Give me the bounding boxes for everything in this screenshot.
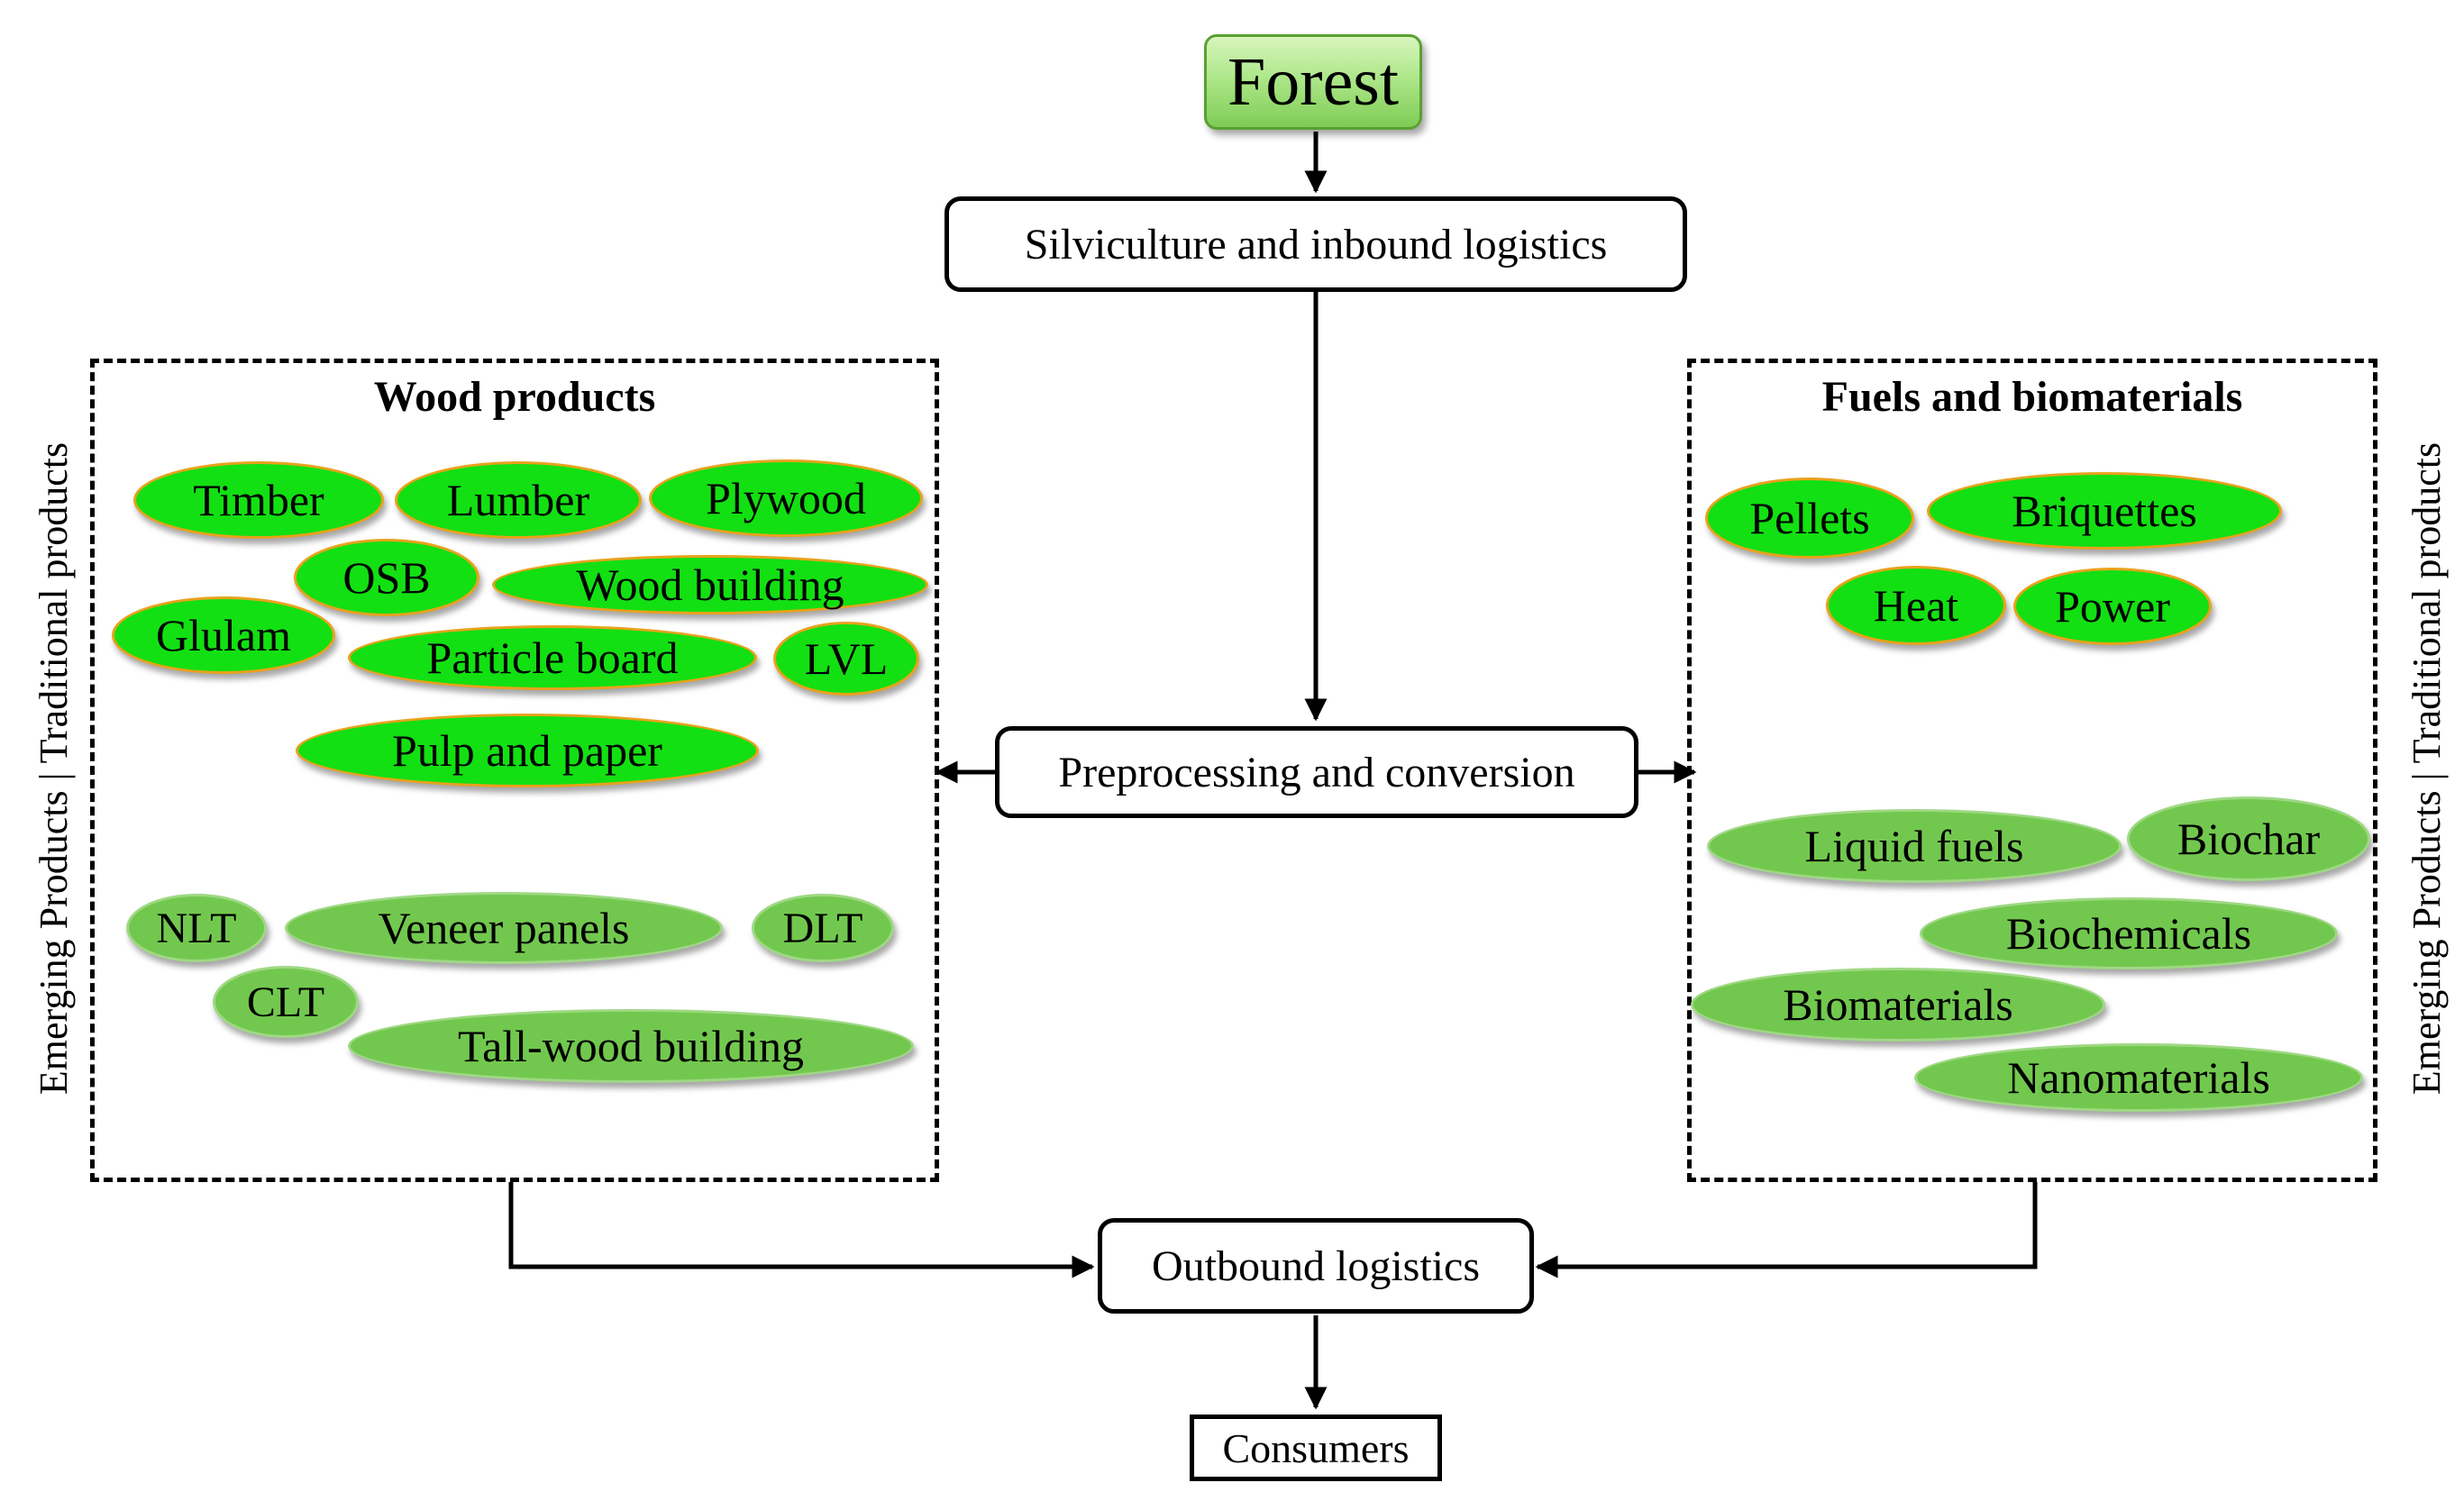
product-tall-wood-building: Tall-wood building xyxy=(348,1009,914,1083)
product-dlt: DLT xyxy=(752,894,894,962)
product-nlt: NLT xyxy=(126,894,267,962)
product-lumber: Lumber xyxy=(395,461,642,539)
side-label-left: Emerging Products | Traditional products xyxy=(32,441,76,1096)
product-osb: OSB xyxy=(294,539,479,616)
product-nanomaterials: Nanomaterials xyxy=(1914,1043,2363,1112)
product-clt: CLT xyxy=(213,966,359,1038)
forest-node: Forest xyxy=(1204,34,1422,130)
product-biomaterials: Biomaterials xyxy=(1691,968,2105,1042)
product-lvl: LVL xyxy=(773,622,919,696)
product-pulp-and-paper: Pulp and paper xyxy=(296,714,759,787)
side-label-right: Emerging Products | Traditional products xyxy=(2405,441,2449,1096)
preprocessing-node: Preprocessing and conversion xyxy=(995,726,1638,818)
outbound-node: Outbound logistics xyxy=(1098,1218,1534,1314)
arrow-wood-to-outbound xyxy=(508,1182,1095,1278)
product-power: Power xyxy=(2013,568,2212,645)
fuels-biomaterials-panel: Fuels and biomaterials xyxy=(1687,359,2377,1182)
consumers-node: Consumers xyxy=(1190,1415,1442,1481)
arrow-fuels-to-outbound xyxy=(1535,1182,2038,1278)
product-plywood: Plywood xyxy=(649,459,923,537)
silviculture-node: Silviculture and inbound logistics xyxy=(945,196,1687,292)
product-veneer-panels: Veneer panels xyxy=(285,892,723,964)
product-particle-board: Particle board xyxy=(348,625,757,690)
product-biochar: Biochar xyxy=(2127,796,2370,881)
wood-products-panel: Wood products xyxy=(90,359,939,1182)
product-pellets: Pellets xyxy=(1705,478,1914,559)
product-heat: Heat xyxy=(1826,566,2006,645)
product-wood-building: Wood building xyxy=(492,555,928,614)
wood-products-title: Wood products xyxy=(373,373,656,421)
product-timber: Timber xyxy=(133,461,384,539)
fuels-biomaterials-title: Fuels and biomaterials xyxy=(1821,373,2243,421)
product-briquettes: Briquettes xyxy=(1927,472,2282,550)
product-biochemicals: Biochemicals xyxy=(1920,897,2338,969)
product-liquid-fuels: Liquid fuels xyxy=(1707,809,2122,883)
product-glulam: Glulam xyxy=(112,596,335,674)
